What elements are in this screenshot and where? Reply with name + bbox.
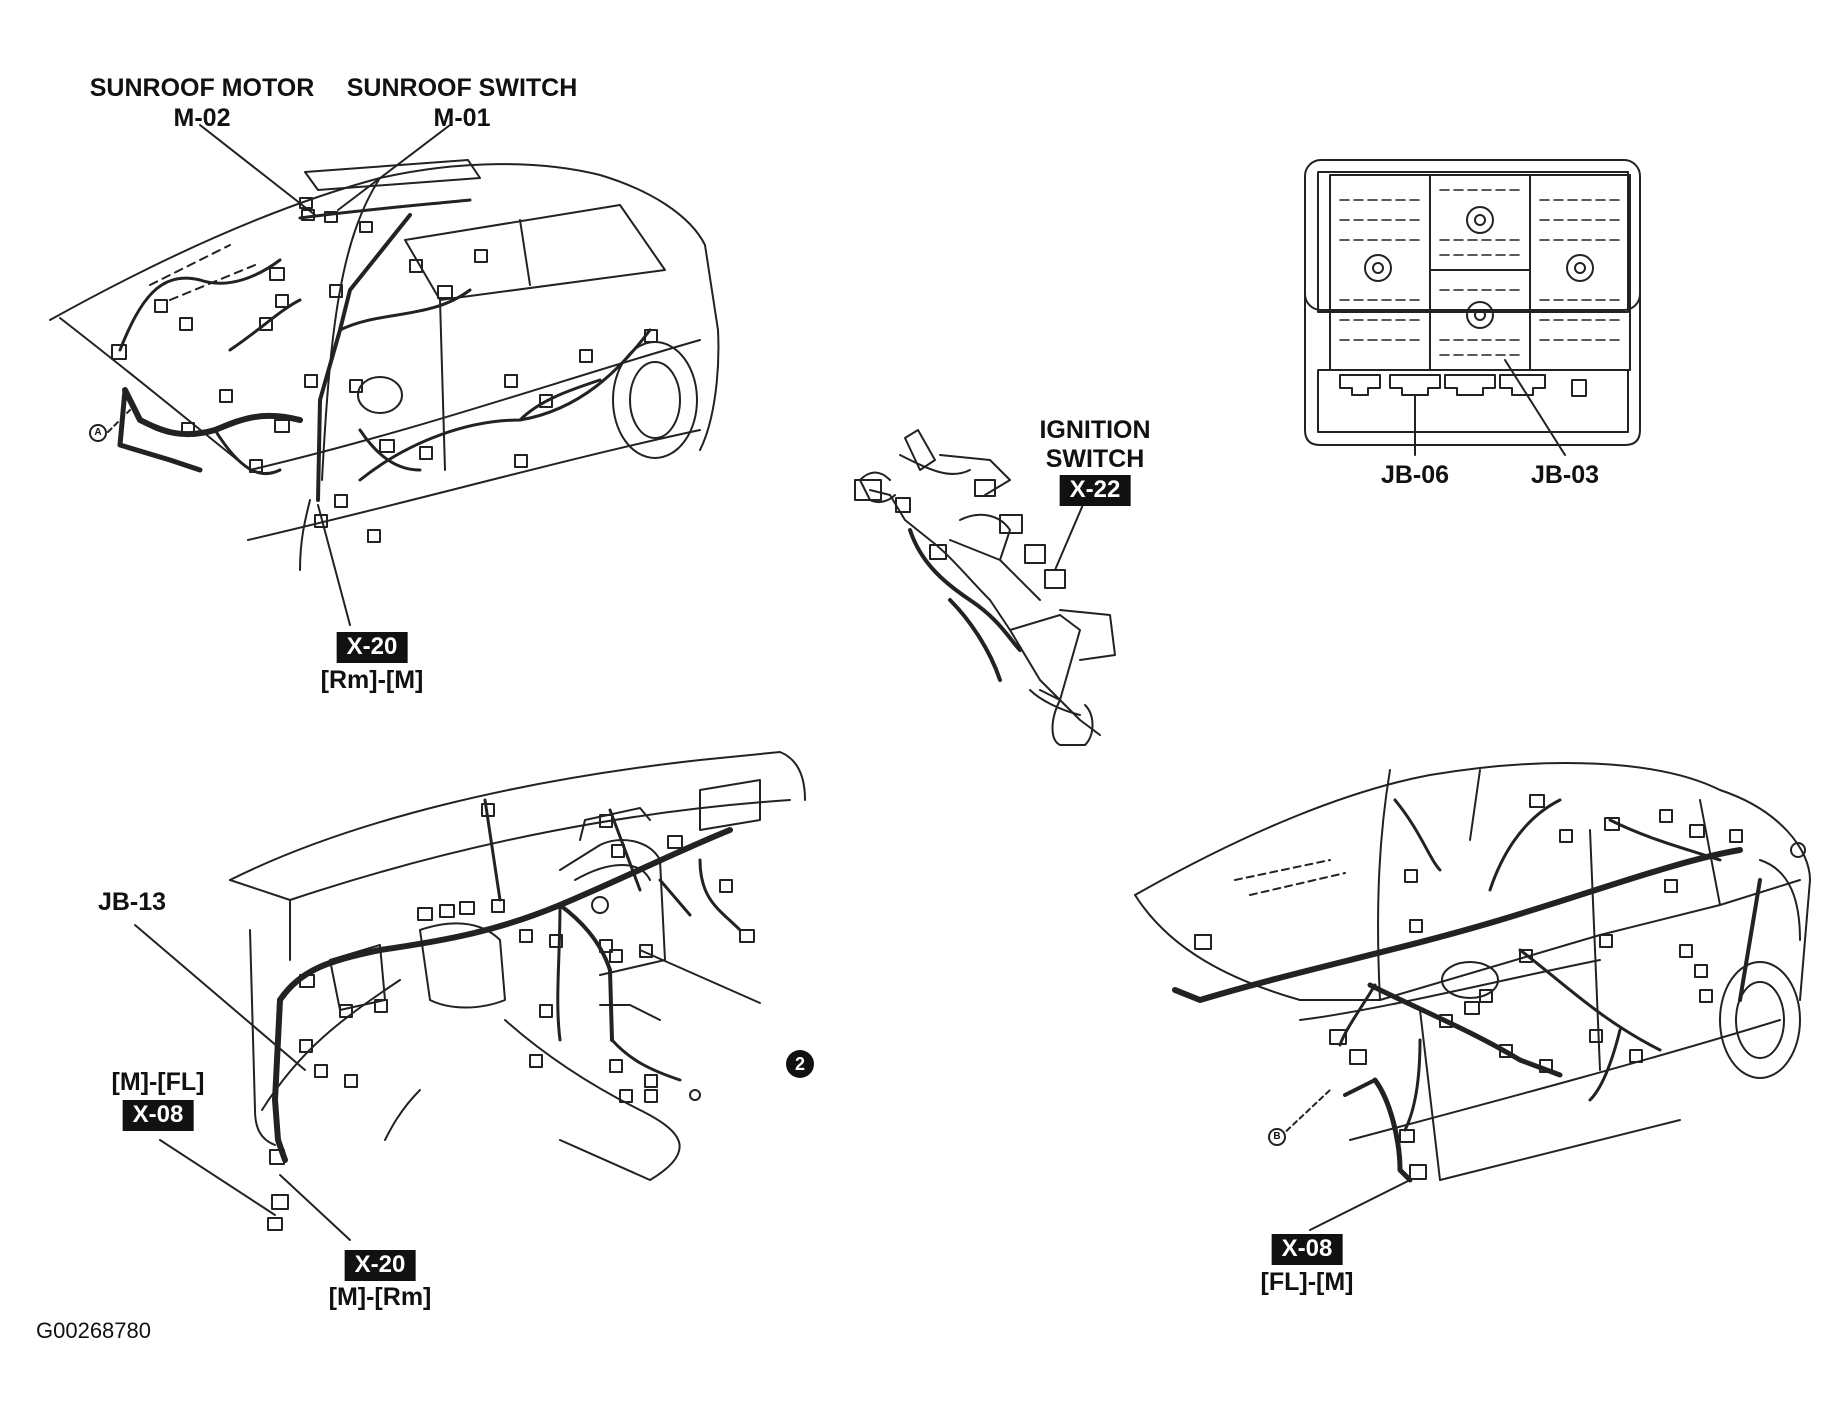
reference-marker-b: B [1268, 1128, 1286, 1146]
sunroof-switch-code: M-01 [433, 104, 491, 132]
junction-block-jb13-label: JB-13 [97, 888, 167, 916]
connector-x08-right-route: [FL]-[M] [1260, 1268, 1354, 1296]
junction-block-jb06-label: JB-06 [1380, 461, 1450, 489]
connector-x08-left-route: [M]-[FL] [111, 1068, 205, 1096]
callout-number-2: 2 [786, 1050, 814, 1078]
connector-x20-top-route: [Rm]-[M] [320, 666, 424, 694]
connector-tag-x20-bottom: X-20 [344, 1250, 416, 1281]
ignition-switch-label-line1: IGNITION [1039, 416, 1151, 444]
connector-tag-x08-right: X-08 [1271, 1234, 1343, 1265]
connector-tag-x08-left: X-08 [122, 1100, 194, 1131]
sunroof-motor-label: SUNROOF MOTOR [89, 74, 315, 102]
sunroof-motor-code: M-02 [173, 104, 231, 132]
junction-block-illustration [1304, 159, 1641, 456]
junction-block-jb03-label: JB-03 [1530, 461, 1600, 489]
connector-x20-bottom-route: [M]-[Rm] [328, 1283, 432, 1311]
sunroof-switch-label: SUNROOF SWITCH [346, 74, 578, 102]
reference-marker-a: A [89, 424, 107, 442]
connector-tag-x22: X-22 [1059, 475, 1131, 506]
connector-tag-x20-top: X-20 [336, 632, 408, 663]
ignition-switch-label-line2: SWITCH [1045, 445, 1145, 473]
top-left-car-illustration [49, 124, 720, 626]
figure-id: G00268780 [36, 1318, 151, 1343]
ignition-switch-illustration [854, 429, 1116, 746]
bottom-right-car-illustration [1134, 762, 1811, 1231]
instrument-panel-illustration [134, 751, 806, 1241]
